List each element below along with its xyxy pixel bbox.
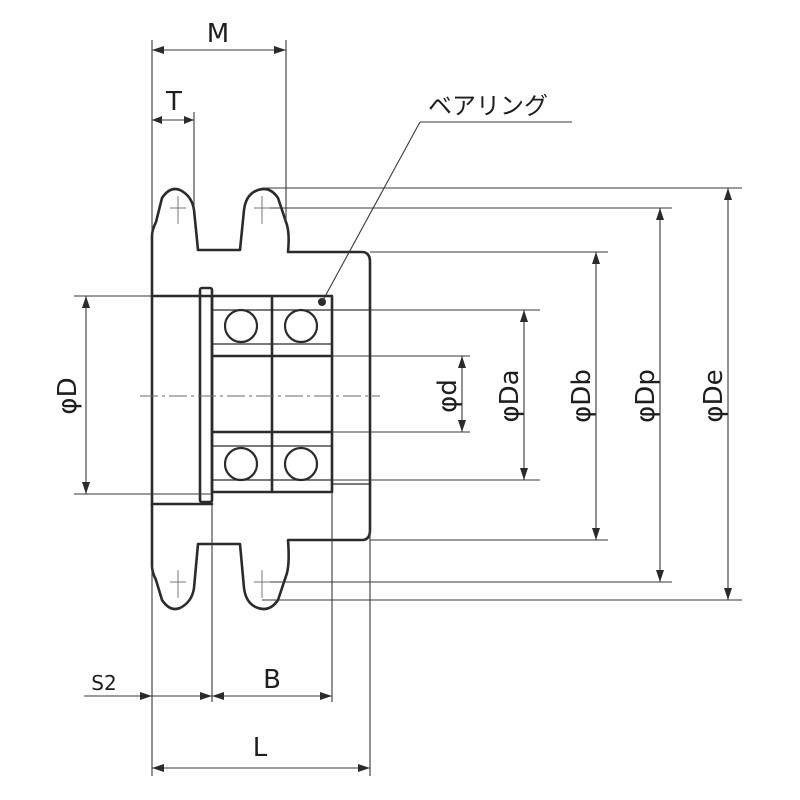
dimension-B: B: [212, 665, 332, 700]
dimension-Dp: φDp: [270, 207, 672, 583]
dimension-M: M: [151, 19, 287, 236]
dimension-Db: φDb: [370, 251, 608, 541]
label-Dp: φDp: [631, 369, 661, 423]
label-Db: φDb: [567, 369, 597, 423]
label-d: φd: [433, 379, 463, 413]
dimension-L: L: [152, 733, 370, 772]
dimension-T: T: [152, 87, 195, 210]
sprocket-body: [150, 187, 372, 611]
bearing-ball: [283, 446, 319, 482]
dimension-S2: S2: [84, 671, 212, 700]
bearing-ball: [223, 308, 259, 344]
dimension-De: φDe: [262, 187, 742, 601]
dimension-D: φD: [53, 295, 212, 495]
bearing-assembly: [140, 294, 380, 494]
bearing-leader: ベアリング: [321, 92, 572, 303]
label-D: φD: [53, 377, 83, 414]
label-De: φDe: [699, 369, 729, 422]
label-T: T: [165, 87, 182, 117]
label-bearing: ベアリング: [428, 92, 548, 120]
bottom-extension-lines: [151, 492, 371, 776]
label-L: L: [253, 733, 268, 763]
dimension-d: φd: [332, 355, 470, 433]
label-B: B: [263, 665, 281, 695]
label-S2: S2: [91, 671, 116, 695]
label-Da: φDa: [495, 369, 525, 422]
bearing-ball: [223, 446, 259, 482]
dimension-Da: φDa: [332, 309, 540, 481]
label-M: M: [207, 19, 229, 49]
bearing-ball: [283, 308, 319, 344]
